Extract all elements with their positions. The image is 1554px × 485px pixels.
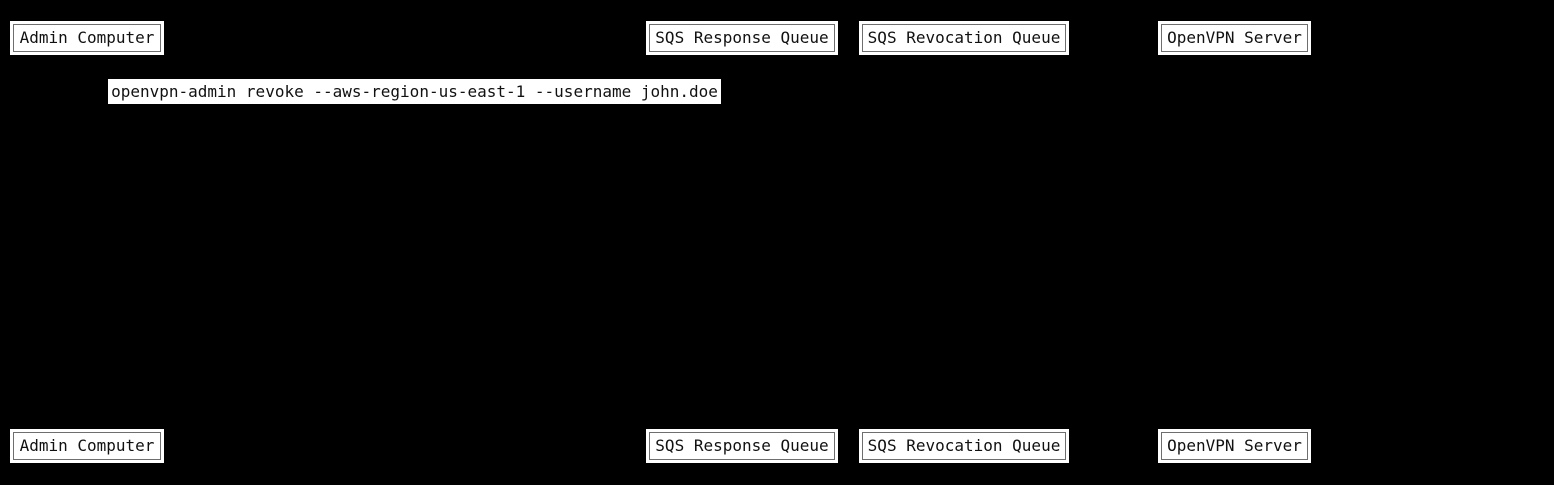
participant-box-openvpn-server-top: OpenVPN Server <box>1158 21 1311 55</box>
participant-box-sqs-revocation-queue-top: SQS Revocation Queue <box>859 21 1069 55</box>
participant-box-sqs-response-queue-bottom: SQS Response Queue <box>646 429 838 463</box>
participant-box-admin-computer-bottom: Admin Computer <box>10 429 164 463</box>
participant-box-sqs-revocation-queue-bottom: SQS Revocation Queue <box>859 429 1069 463</box>
participant-box-admin-computer-top: Admin Computer <box>10 21 164 55</box>
message-label-revoke-command: openvpn-admin revoke --aws-region-us-eas… <box>108 79 721 104</box>
participant-box-sqs-response-queue-top: SQS Response Queue <box>646 21 838 55</box>
participant-box-openvpn-server-bottom: OpenVPN Server <box>1158 429 1311 463</box>
